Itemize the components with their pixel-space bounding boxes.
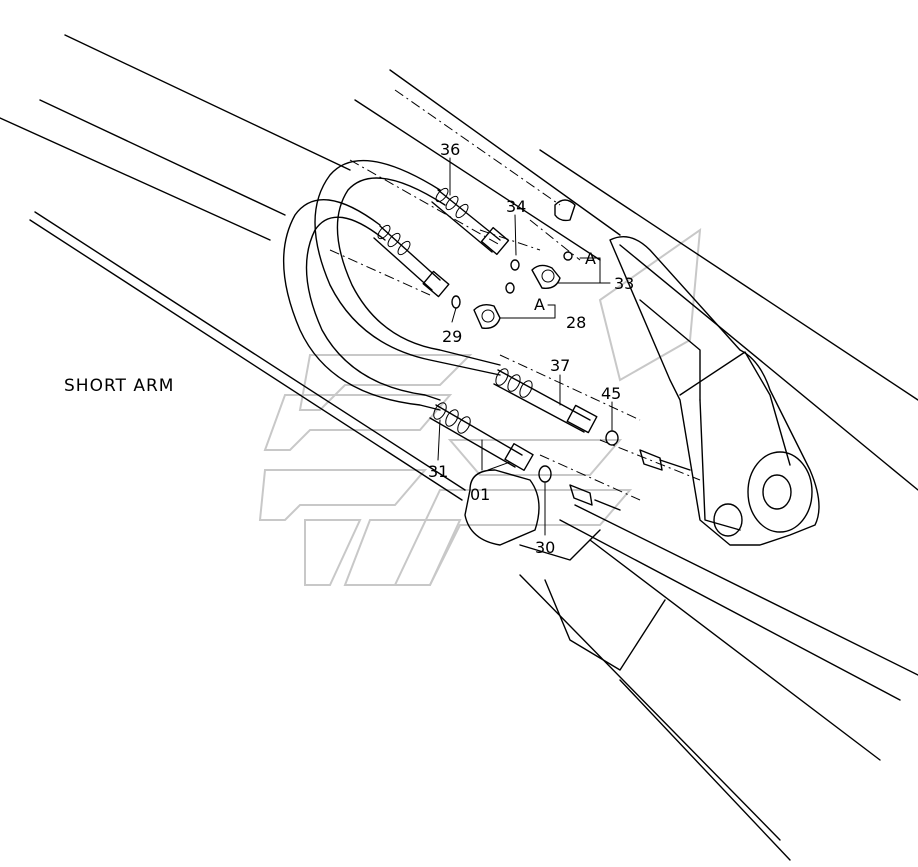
fitting-left-upper: [373, 224, 450, 298]
fitting-36: [431, 187, 510, 256]
washer-30: [538, 465, 552, 483]
o-rings: [451, 251, 619, 483]
arm-body: [0, 34, 918, 861]
callout-33: 33: [614, 274, 634, 293]
callout-37: 37: [550, 356, 570, 375]
adapters: [569, 449, 691, 511]
arm-boss: [609, 236, 820, 546]
callout-31: 31: [428, 462, 448, 481]
fitting-31: [429, 402, 534, 471]
callout-29: 29: [442, 327, 462, 346]
callout-a-upper: A: [585, 249, 596, 268]
elbow-33: [531, 264, 561, 289]
leader-lines: [437, 157, 613, 536]
section-label-short-arm: SHORT ARM: [64, 376, 174, 396]
hose-loops: [283, 159, 501, 411]
watermark-logo: [258, 227, 702, 586]
callout-01: 01: [470, 485, 490, 504]
washer-45: [605, 430, 619, 446]
clamp-block: [464, 469, 540, 546]
fitting-37: [493, 368, 598, 434]
center-lines: [329, 89, 701, 501]
callout-36: 36: [440, 140, 460, 159]
callout-28: 28: [566, 313, 586, 332]
callout-34: 34: [506, 197, 526, 216]
elbow-28: [473, 303, 501, 329]
top-pin: [554, 199, 576, 222]
callout-45: 45: [601, 384, 621, 403]
callout-a-lower: A: [534, 295, 545, 314]
callout-30: 30: [535, 538, 555, 557]
